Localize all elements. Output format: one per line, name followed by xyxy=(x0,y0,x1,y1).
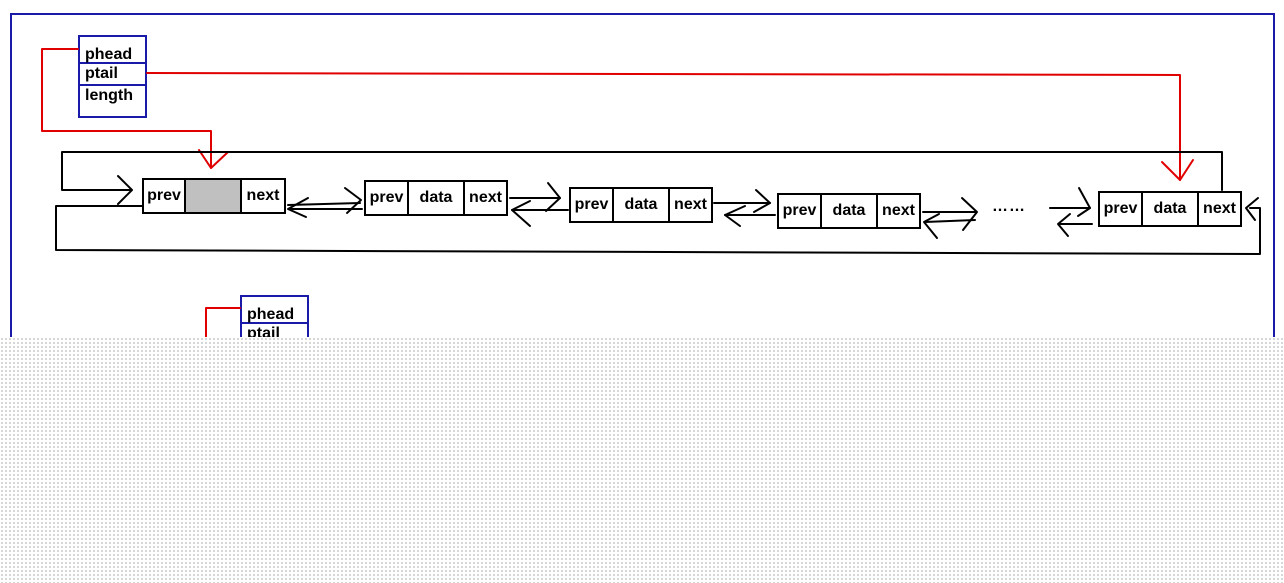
node-field-data: data xyxy=(614,189,670,221)
node-field-next: next xyxy=(674,196,707,213)
node-field-data: data xyxy=(409,182,465,214)
prev-link-1-head xyxy=(287,197,309,218)
node-field-prev: prev xyxy=(366,182,409,214)
ptail-pointer-head xyxy=(1161,159,1194,181)
header-field-length: length xyxy=(85,87,133,104)
node-field-prev: prev xyxy=(144,180,186,212)
phead-pointer xyxy=(41,48,212,169)
list-node-2: prev data next xyxy=(569,187,713,223)
prev-link-4-head xyxy=(923,213,940,239)
prev-link-4 xyxy=(924,219,976,223)
ellipsis-label: …… xyxy=(992,198,1026,215)
empty-area-pattern xyxy=(0,337,1284,583)
diagram-canvas: phead ptail length prev next prev data n… xyxy=(10,13,1275,355)
next-link-2-head xyxy=(753,189,771,213)
tail-to-head-head xyxy=(117,175,133,205)
next-link-3-head xyxy=(961,197,978,231)
list-node-3: prev data next xyxy=(777,193,921,229)
header-field-phead: phead xyxy=(80,37,145,64)
phead-pointer-head xyxy=(198,149,229,169)
list-header: phead ptail length xyxy=(78,35,147,118)
node-field-next: next xyxy=(1203,200,1236,217)
prev-link-3-head xyxy=(724,205,746,227)
list-node-tail: prev data next xyxy=(1098,191,1242,227)
next-link-0 xyxy=(287,202,361,206)
node-field-data-empty xyxy=(186,180,242,212)
link-arrows xyxy=(55,151,1261,255)
prev-link-2-head xyxy=(511,200,531,227)
diagram-frame xyxy=(10,13,1275,353)
ptail-pointer xyxy=(146,72,1181,181)
node-field-next: next xyxy=(246,187,280,204)
header-field-ptail: ptail xyxy=(80,64,145,86)
node-field-prev: prev xyxy=(1100,193,1143,225)
connector-lines xyxy=(41,48,1261,350)
next-link-1-head xyxy=(545,182,561,212)
tail-to-head-loop xyxy=(61,151,1223,191)
node-field-prev: prev xyxy=(779,195,822,227)
head-to-tail-loop xyxy=(55,205,1261,255)
list-node-1: prev data next xyxy=(364,180,508,216)
prev-link-tail-head xyxy=(1057,213,1071,237)
node-field-prev: prev xyxy=(571,189,614,221)
node-field-next: next xyxy=(469,189,502,206)
head-to-tail-head xyxy=(1245,197,1259,221)
header-field-phead: phead xyxy=(242,297,307,324)
node-field-data: data xyxy=(822,195,878,227)
node-field-next: next xyxy=(882,202,915,219)
pointer-arrows xyxy=(41,48,1194,350)
node-field-data: data xyxy=(1143,193,1199,225)
list-node-sentinel: prev next xyxy=(142,178,286,214)
next-link-4-head xyxy=(1077,187,1091,217)
